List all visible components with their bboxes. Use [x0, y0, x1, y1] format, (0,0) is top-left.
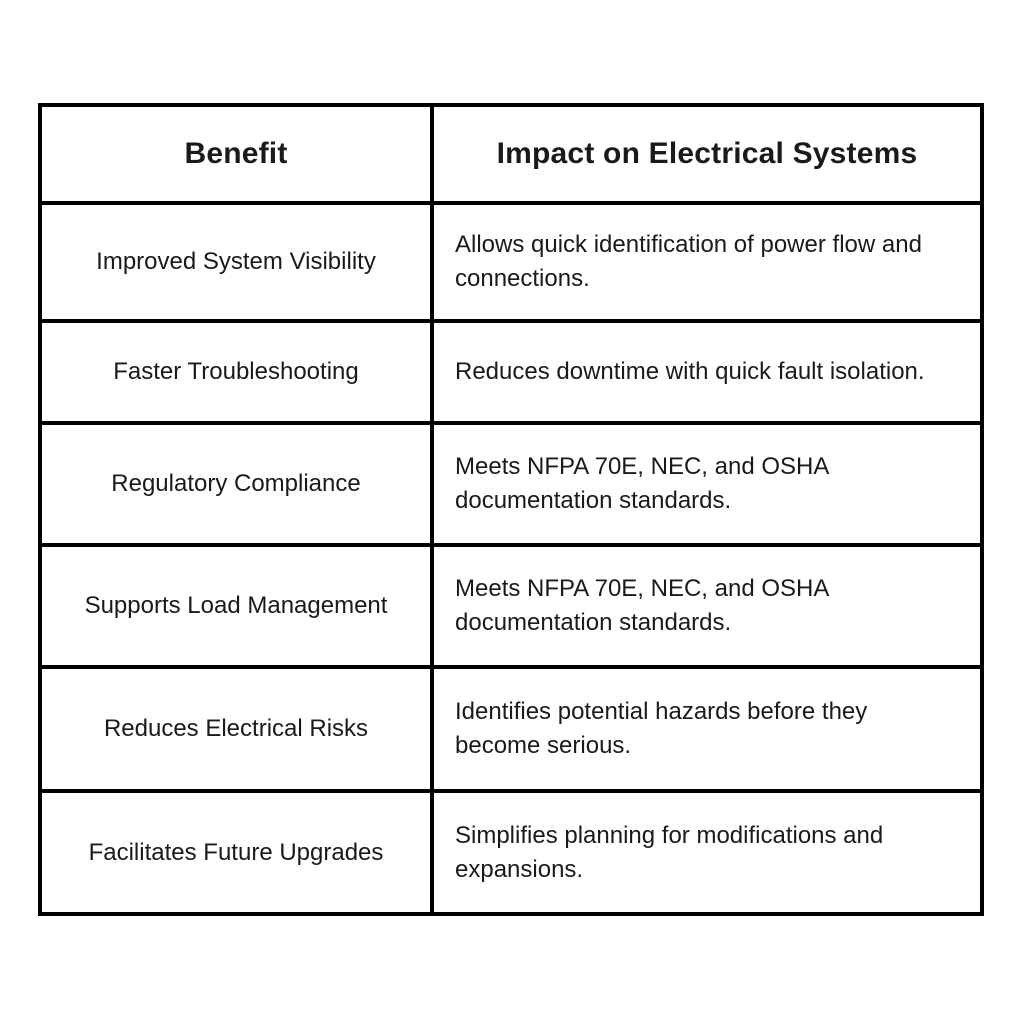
impact-cell: Simplifies planning for modifications an… — [430, 789, 984, 916]
impact-cell: Reduces downtime with quick fault isolat… — [430, 319, 984, 425]
benefit-cell: Supports Load Management — [38, 543, 434, 669]
benefit-cell: Regulatory Compliance — [38, 421, 434, 547]
benefit-cell: Reduces Electrical Risks — [38, 665, 434, 793]
table-row: Reduces Electrical Risks Identifies pote… — [38, 665, 984, 793]
table-row: Supports Load Management Meets NFPA 70E,… — [38, 543, 984, 669]
table-row: Facilitates Future Upgrades Simplifies p… — [38, 789, 984, 916]
header-row: Benefit Impact on Electrical Systems — [38, 103, 984, 205]
table-row: Improved System Visibility Allows quick … — [38, 201, 984, 323]
impact-cell: Meets NFPA 70E, NEC, and OSHA documentat… — [430, 543, 984, 669]
column-header-impact: Impact on Electrical Systems — [430, 103, 984, 205]
column-header-benefit: Benefit — [38, 103, 434, 205]
table-row: Regulatory Compliance Meets NFPA 70E, NE… — [38, 421, 984, 547]
benefit-cell: Facilitates Future Upgrades — [38, 789, 434, 916]
benefit-cell: Improved System Visibility — [38, 201, 434, 323]
impact-cell: Identifies potential hazards before they… — [430, 665, 984, 793]
benefits-table: Benefit Impact on Electrical Systems Imp… — [38, 103, 984, 916]
table-row: Faster Troubleshooting Reduces downtime … — [38, 319, 984, 425]
benefit-cell: Faster Troubleshooting — [38, 319, 434, 425]
impact-cell: Meets NFPA 70E, NEC, and OSHA documentat… — [430, 421, 984, 547]
impact-cell: Allows quick identification of power flo… — [430, 201, 984, 323]
